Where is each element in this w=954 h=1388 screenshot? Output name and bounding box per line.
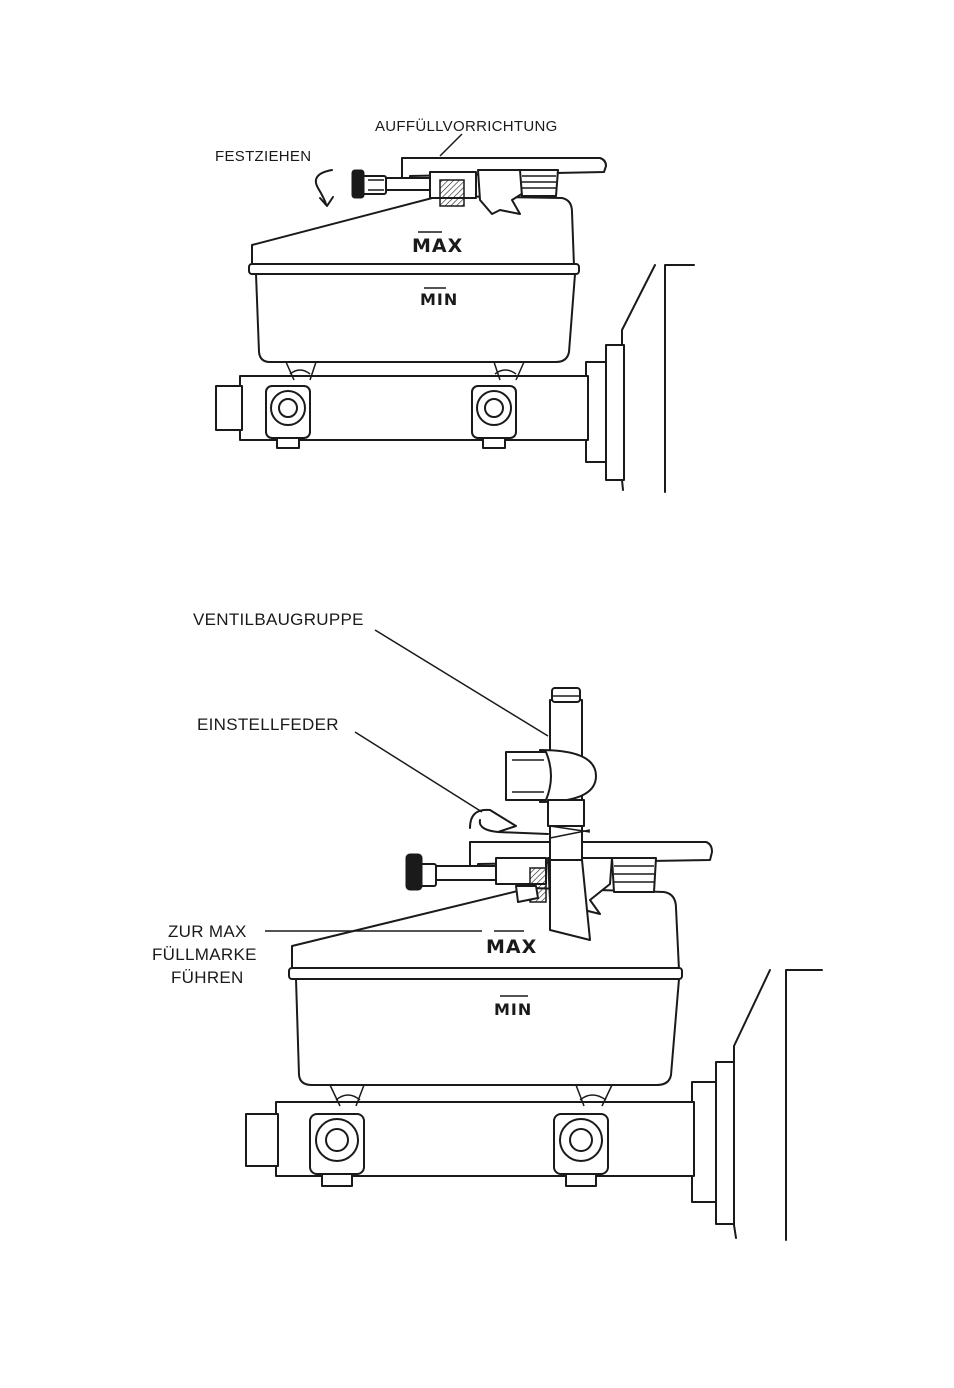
top-figure: AUFFÜLLVORRICHTUNG FESTZIEHEN MAX MIN (215, 117, 694, 492)
firewall-plate-top (622, 265, 694, 492)
port-right-top (472, 386, 516, 448)
firewall-plate-bottom (734, 970, 822, 1240)
label-adjusting-spring: EINSTELLFEDER (197, 715, 339, 734)
bottom-figure: VENTILBAUGRUPPE EINSTELLFEDER ZUR MAX FÜ… (152, 610, 822, 1240)
leader-valve-assembly (375, 630, 548, 736)
max-mark-top: MAX (412, 235, 463, 257)
label-filler-device: AUFFÜLLVORRICHTUNG (375, 117, 558, 135)
port-left-top (266, 386, 310, 448)
label-guide-line-3: FÜHREN (171, 968, 244, 987)
min-mark-top: MIN (420, 290, 458, 309)
reservoir-bottom (289, 888, 682, 1085)
label-guide-line-2: FÜLLMARKE (152, 945, 257, 964)
tighten-arrow-icon (316, 170, 333, 206)
min-mark-bottom: MIN (494, 1000, 532, 1019)
adjusting-spring (470, 810, 548, 834)
label-guide-line-1: ZUR MAX (168, 922, 247, 941)
max-mark-bottom: MAX (486, 936, 537, 958)
leader-filler-device (440, 134, 462, 156)
label-valve-assembly: VENTILBAUGRUPPE (193, 610, 364, 629)
leader-adjusting-spring (355, 732, 482, 812)
reservoir-top (249, 196, 579, 362)
label-tighten: FESTZIEHEN (215, 148, 311, 165)
